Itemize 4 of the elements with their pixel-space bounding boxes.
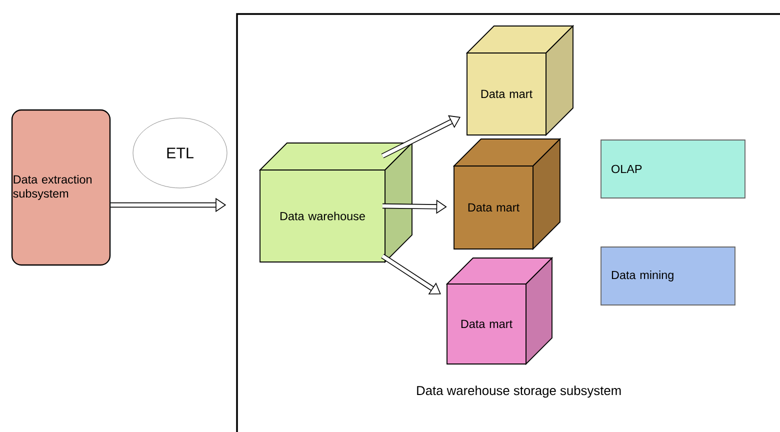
tool-box: OLAP — [600, 140, 746, 198]
tool-box: Data mining — [600, 246, 736, 306]
subsystem-box: Data extraction subsystem — [11, 109, 111, 266]
arrow — [381, 254, 441, 294]
